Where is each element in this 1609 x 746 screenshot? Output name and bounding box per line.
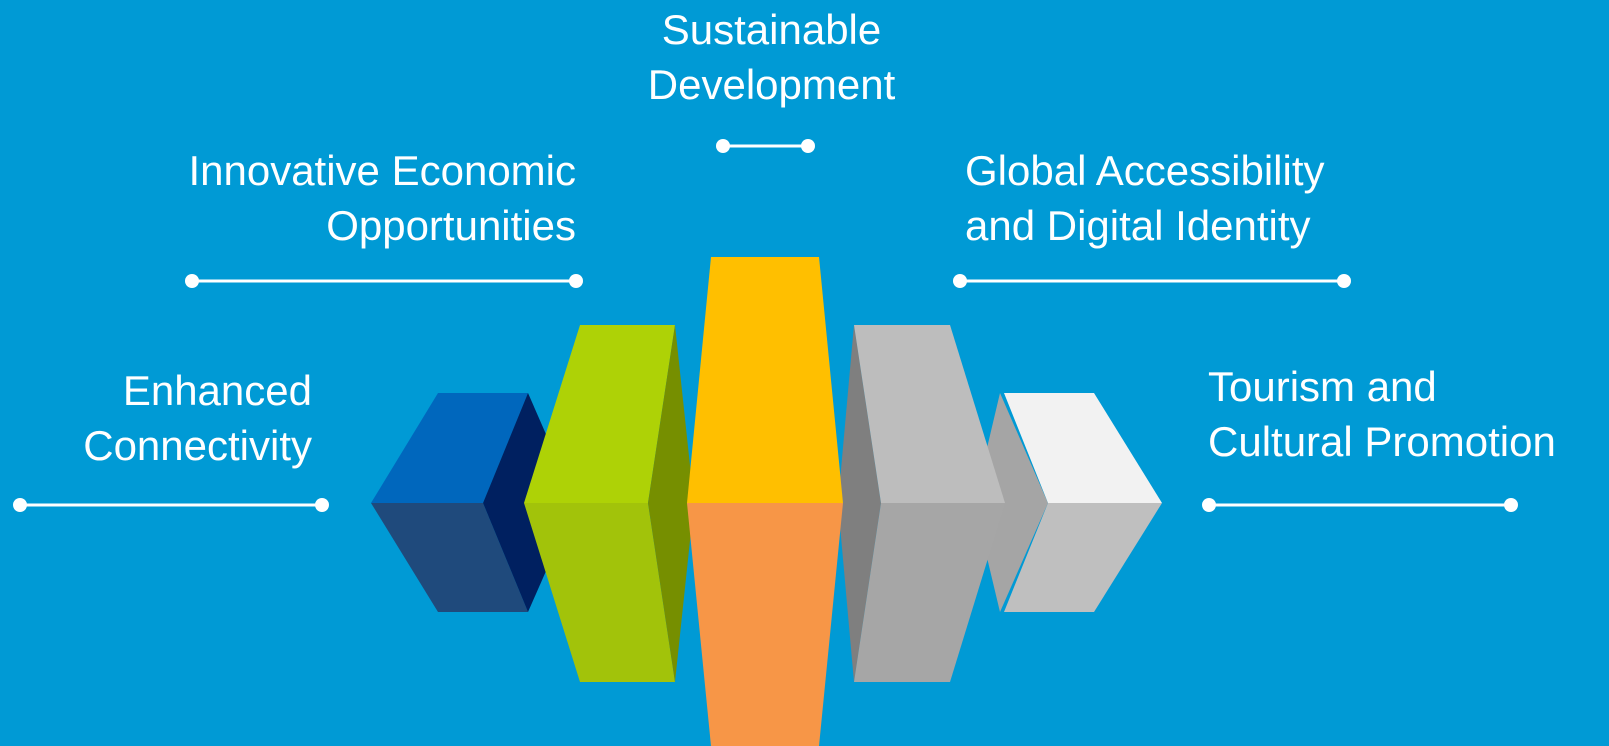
label-tourism-line2: Cultural Promotion [1208,418,1556,465]
label-enhanced-line1: Enhanced [122,367,312,414]
label-global-line1: Global Accessibility [965,147,1325,194]
label-sustainable-line1: Sustainable [661,6,882,53]
connector-sustainable [716,139,815,153]
green-block [524,325,694,682]
gray-block [838,325,1005,682]
white-block [974,393,1162,612]
connector-tourism [1202,498,1518,512]
connector-global [953,274,1351,288]
center-block [687,257,843,746]
label-enhanced-line2: Connectivity [83,422,312,469]
label-innovative-economic: Innovative Economic Opportunities [90,143,576,253]
label-innovative-line2: Opportunities [326,202,576,249]
connector-innovative [185,274,583,288]
label-tourism-cultural: Tourism and Cultural Promotion [1208,359,1603,469]
label-global-accessibility: Global Accessibility and Digital Identit… [965,143,1425,253]
label-innovative-line1: Innovative Economic [188,147,576,194]
label-global-line2: and Digital Identity [965,202,1311,249]
label-tourism-line1: Tourism and [1208,363,1437,410]
label-sustainable-development: Sustainable Development [624,2,919,112]
label-sustainable-line2: Development [647,61,896,108]
blue-block [371,393,576,612]
label-enhanced-connectivity: Enhanced Connectivity [20,363,312,473]
connector-enhanced [13,498,329,512]
